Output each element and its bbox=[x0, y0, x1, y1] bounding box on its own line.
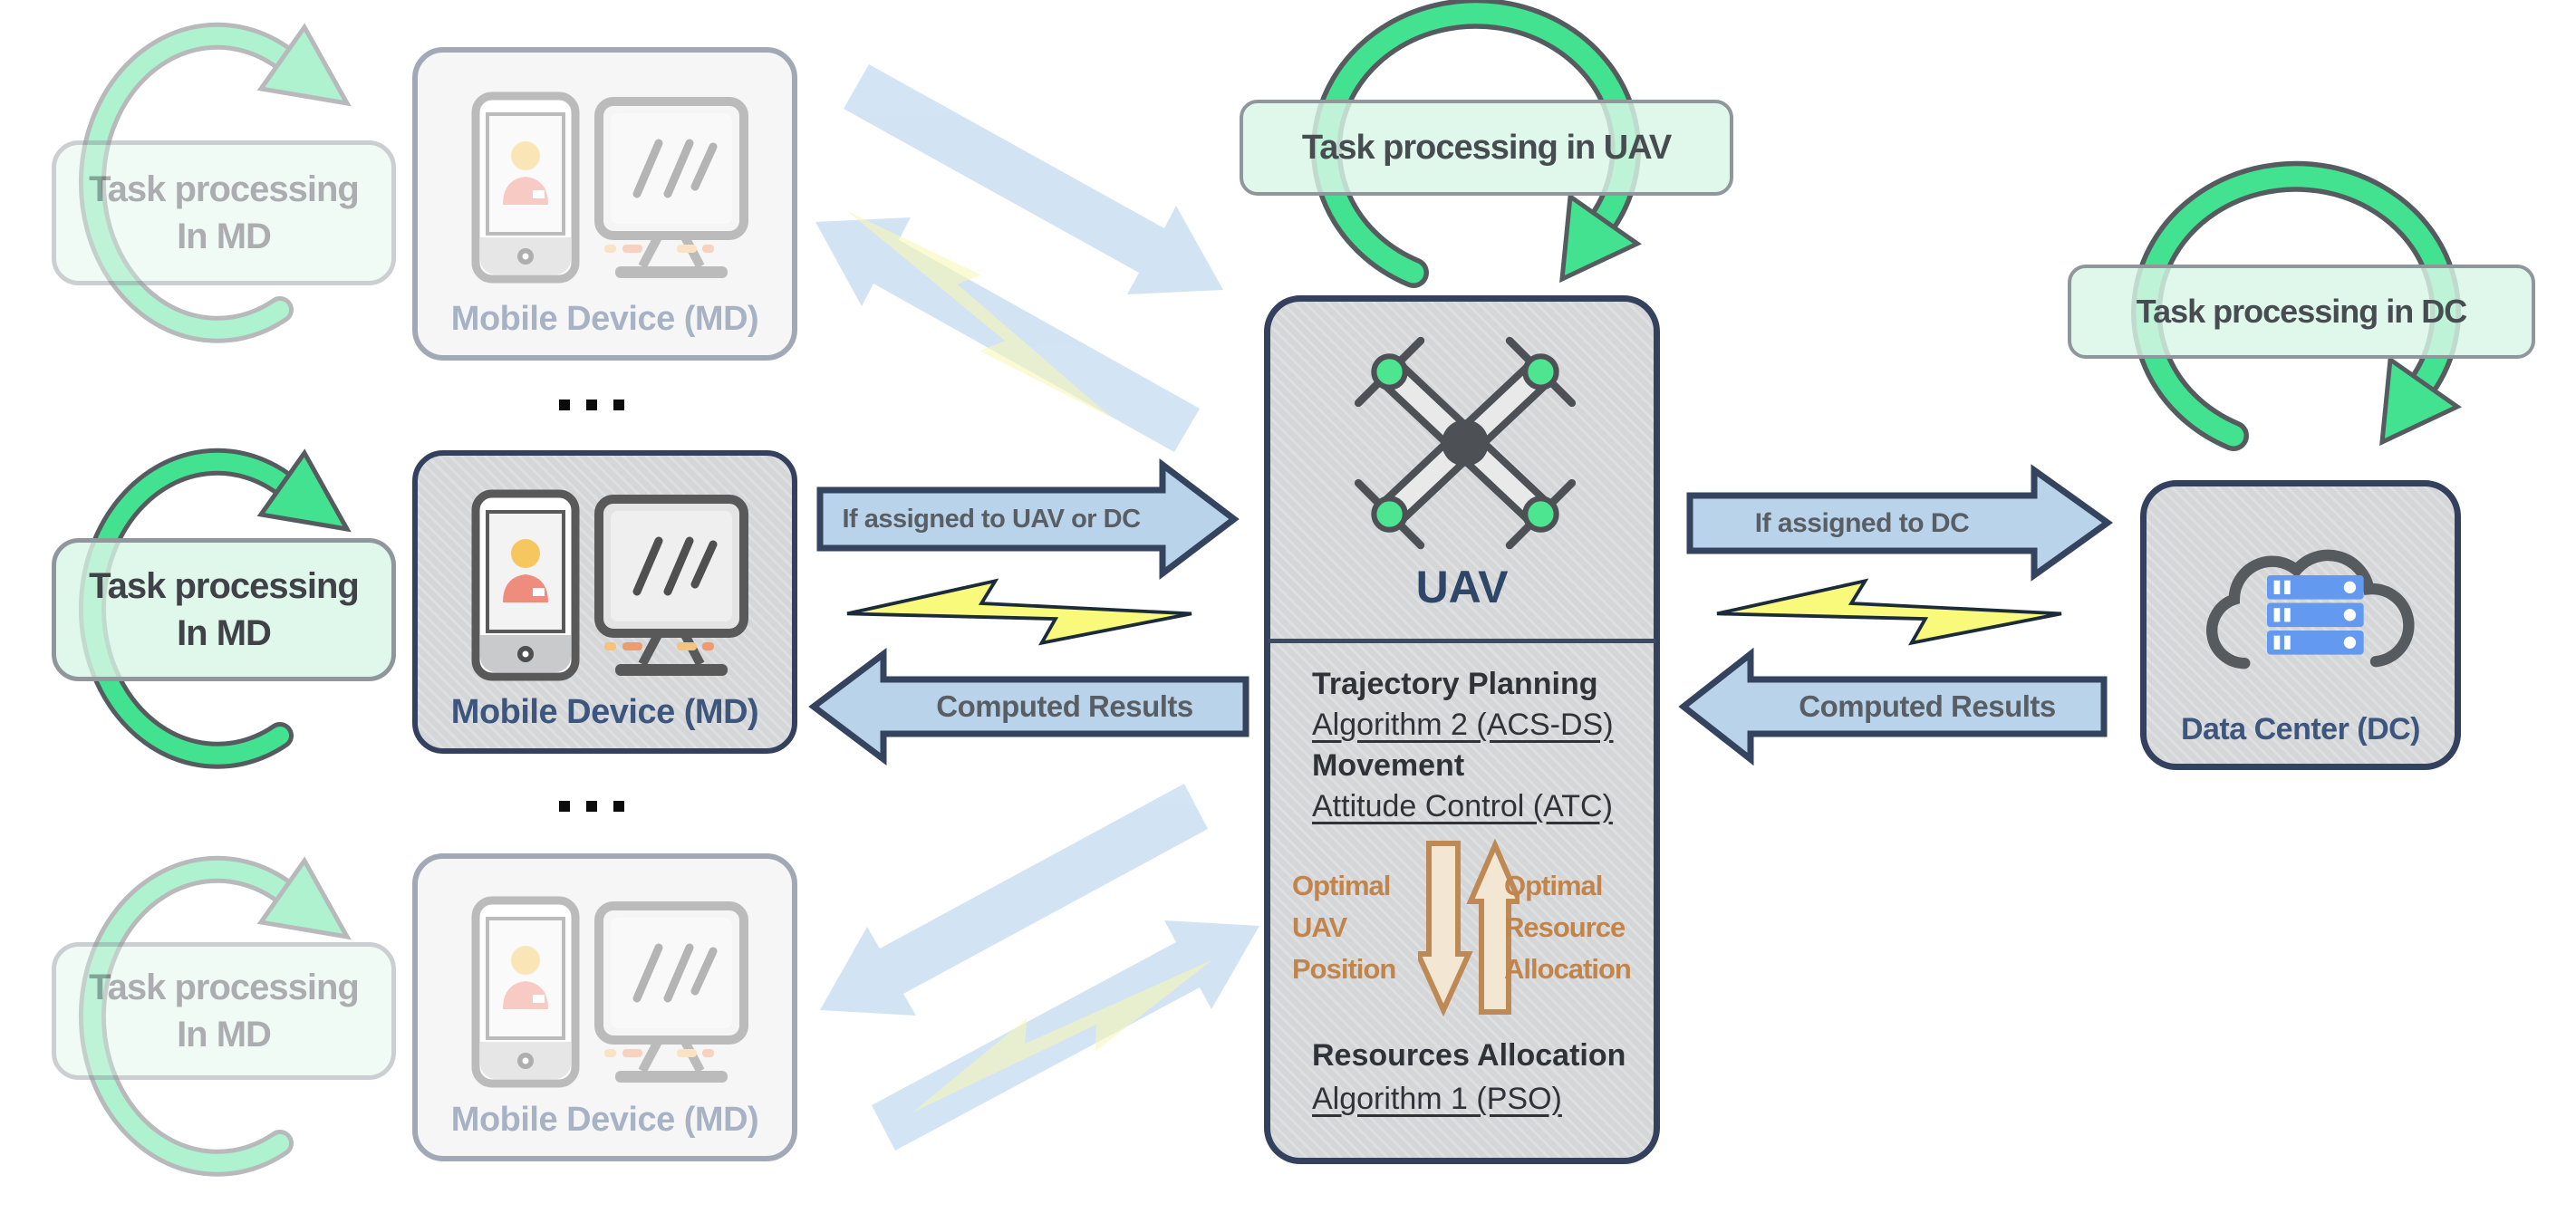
right-arrow-icon bbox=[816, 457, 1240, 581]
badge-line: Task processing in UAV bbox=[1301, 129, 1672, 167]
badge-line: Task processing in DC bbox=[2136, 293, 2467, 330]
data-center-label: Data Center (DC) bbox=[2180, 712, 2421, 746]
wireless-bolt-icon-faded-top bbox=[829, 186, 1134, 442]
badge-line: In MD bbox=[177, 613, 272, 653]
uav-box-divider bbox=[1269, 639, 1655, 643]
badge-task-processing-uav: Task processing in UAV bbox=[1240, 100, 1733, 196]
arrow-computed-results-dc: Computed Results bbox=[1677, 647, 2110, 766]
arrow-if-assigned-to-dc: If assigned to DC bbox=[1684, 463, 2114, 583]
left-arrow-icon bbox=[1678, 647, 2108, 766]
badge-task-processing-dc: Task processing in DC bbox=[2068, 265, 2535, 359]
resources-allocation-algorithm: Algorithm 1 (PSO) bbox=[1312, 1082, 1562, 1116]
badge-line: Task processing bbox=[89, 968, 360, 1007]
uav-box: UAV Trajectory Planning Algorithm 2 (ACS… bbox=[1264, 295, 1660, 1164]
resources-allocation-title: Resources Allocation bbox=[1312, 1038, 1626, 1073]
arrow-label: If assigned to DC bbox=[1754, 507, 1970, 538]
badge-task-processing-md-middle: Task processing In MD bbox=[52, 538, 396, 681]
arrow-label: If assigned to UAV or DC bbox=[842, 504, 1141, 534]
smartphone-monitor-icon bbox=[471, 896, 748, 1088]
arrow-if-assigned-to-uav-or-dc: If assigned to UAV or DC bbox=[814, 457, 1240, 584]
arrow-label: Computed Results bbox=[1799, 689, 2056, 723]
uav-label: UAV bbox=[1415, 562, 1509, 612]
movement-title: Movement bbox=[1312, 748, 1465, 783]
dot bbox=[559, 801, 570, 812]
smartphone-monitor-icon bbox=[471, 489, 748, 681]
drone-icon bbox=[1354, 336, 1577, 550]
wireless-bolt-icon-faded-bottom bbox=[897, 930, 1226, 1139]
dot bbox=[613, 400, 624, 410]
trajectory-planning-algorithm: Algorithm 2 (ACS-DS) bbox=[1312, 708, 1614, 742]
mobile-device-box-top: Mobile Device (MD) bbox=[412, 47, 797, 361]
dot bbox=[586, 400, 597, 410]
mobile-device-box-middle: Mobile Device (MD) bbox=[412, 450, 797, 754]
resources-allocation-text: Resources Allocation Algorithm 1 (PSO) bbox=[1312, 1034, 1626, 1121]
arrow-computed-results-md: Computed Results bbox=[807, 647, 1253, 766]
up-down-arrows-icon bbox=[1418, 838, 1520, 1017]
badge-line: Task processing bbox=[89, 566, 360, 606]
wireless-bolt-icon-uav-dc bbox=[1715, 579, 2063, 645]
faded-offload-arrows-top bbox=[815, 64, 1223, 452]
uav-algorithms-text: Trajectory Planning Algorithm 2 (ACS-DS)… bbox=[1312, 664, 1614, 827]
mobile-device-box-bottom: Mobile Device (MD) bbox=[412, 853, 797, 1161]
arrow-label: Computed Results bbox=[936, 689, 1193, 723]
dot bbox=[586, 801, 597, 812]
badge-line: In MD bbox=[177, 1015, 272, 1054]
data-center-box: Data Center (DC) bbox=[2140, 480, 2461, 770]
wireless-bolt-icon-md-uav bbox=[845, 579, 1193, 645]
ellipsis-top bbox=[559, 400, 624, 410]
badge-task-processing-md-bottom: Task processing In MD bbox=[52, 942, 396, 1080]
badge-line: Task processing bbox=[89, 169, 360, 209]
dot bbox=[613, 801, 624, 812]
cloud-server-icon bbox=[2206, 549, 2415, 669]
mobile-device-label: Mobile Device (MD) bbox=[450, 300, 759, 338]
dot bbox=[559, 400, 570, 410]
movement-algorithm: Attitude Control (ATC) bbox=[1312, 789, 1613, 823]
ellipsis-bottom bbox=[559, 801, 624, 812]
left-arrow-icon bbox=[808, 647, 1249, 766]
faded-offload-arrows-bottom bbox=[820, 784, 1259, 1151]
mobile-device-label: Mobile Device (MD) bbox=[450, 1101, 759, 1139]
smartphone-monitor-icon bbox=[471, 91, 748, 284]
trajectory-planning-title: Trajectory Planning bbox=[1312, 667, 1598, 701]
mobile-device-label: Mobile Device (MD) bbox=[450, 693, 759, 731]
badge-task-processing-md-top: Task processing In MD bbox=[52, 140, 396, 285]
right-arrow-icon bbox=[1686, 464, 2114, 582]
optimal-resource-allocation-text: Optimal Resource Allocation bbox=[1504, 870, 1632, 985]
badge-line: In MD bbox=[177, 217, 272, 256]
optimal-uav-position-text: Optimal UAV Position bbox=[1292, 870, 1396, 985]
